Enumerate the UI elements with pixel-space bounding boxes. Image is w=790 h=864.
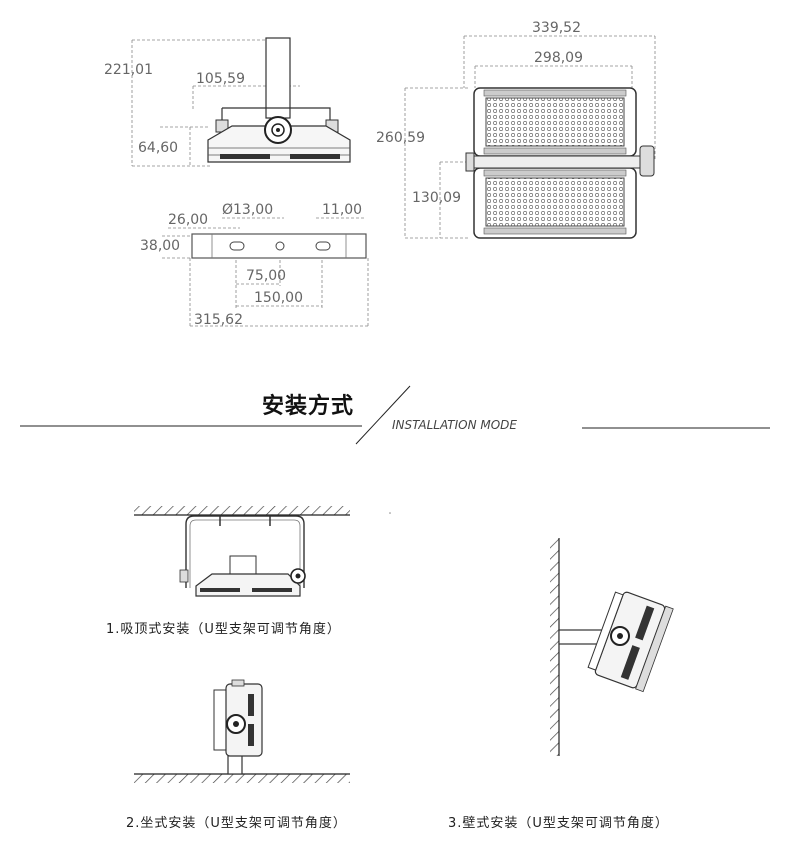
dim-bracket-hole-diameter: Ø13,00 [222, 202, 273, 218]
side-view-drawing [131, 37, 351, 167]
caption-ceiling-mount: 1.吸顶式安装（U型支架可调节角度） [106, 622, 341, 637]
section-title-cn: 安装方式 [262, 394, 355, 419]
bracket-plate-drawing [162, 217, 369, 328]
section-title-en: INSTALLATION MODE [392, 418, 518, 432]
dim-bracket-height: 38,00 [140, 238, 180, 254]
dim-front-width-inner: 298,09 [534, 50, 583, 66]
ceiling-mount-illustration [134, 506, 350, 597]
front-view-drawing [404, 35, 656, 239]
floor-mount-illustration [134, 679, 350, 783]
section-divider [20, 385, 770, 445]
caption-floor-mount: 2.坐式安装（U型支架可调节角度） [126, 816, 347, 831]
caption-wall-mount: 3.壁式安装（U型支架可调节角度） [448, 816, 669, 831]
dim-front-half-height: 130,09 [412, 190, 461, 206]
dim-front-height: 260,59 [376, 130, 425, 146]
stray-dot [389, 512, 391, 514]
dim-bracket-spacing-150: 150,00 [254, 290, 303, 306]
dim-side-lower-height: 64,60 [138, 140, 178, 156]
wall-mount-illustration [550, 538, 674, 756]
dim-side-width: 105,59 [196, 71, 245, 87]
dim-bracket-slot-width: 11,00 [322, 202, 362, 218]
dim-front-width-outer: 339,52 [532, 20, 581, 36]
dim-side-height: 221,01 [104, 62, 153, 78]
dim-bracket-hole-offset: 26,00 [168, 212, 208, 228]
dim-bracket-length: 315,62 [194, 312, 243, 328]
dim-bracket-spacing-75: 75,00 [246, 268, 286, 284]
